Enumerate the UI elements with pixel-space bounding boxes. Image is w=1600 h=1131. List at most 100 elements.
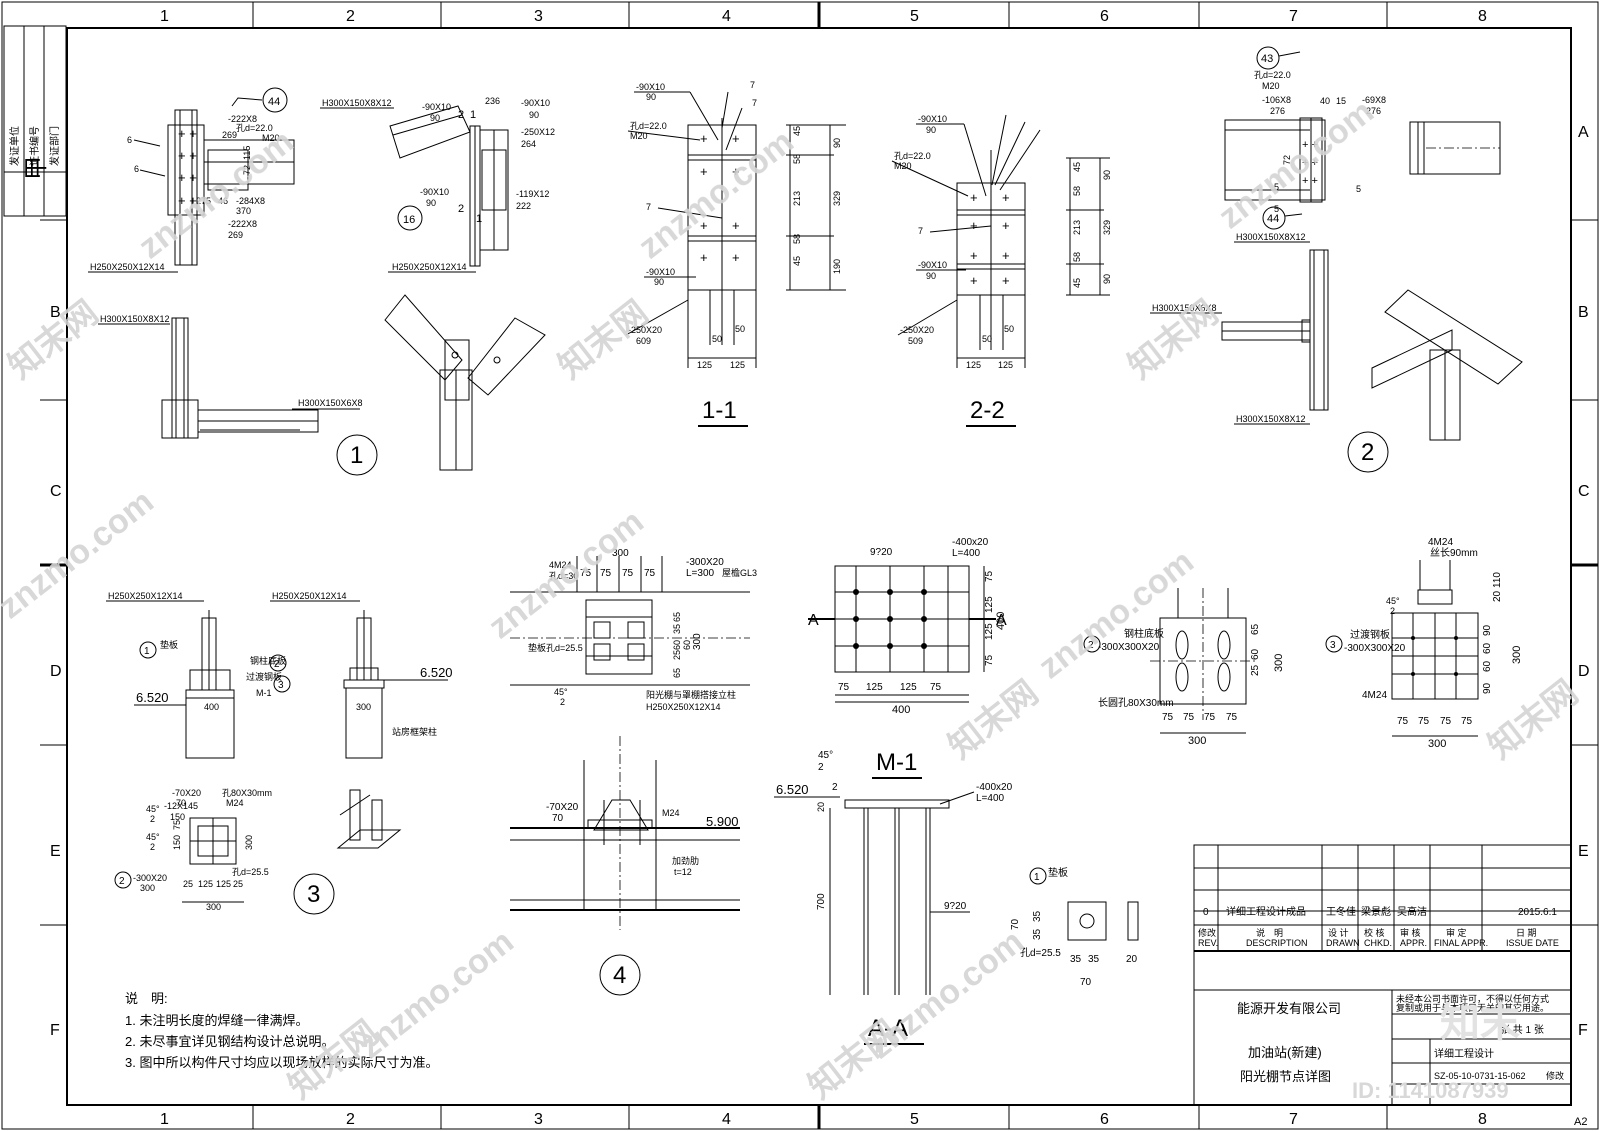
angle-text: 45° (146, 832, 160, 842)
svg-text:+: + (970, 218, 978, 233)
hole-label: 孔80X30mm (222, 788, 272, 798)
dim-text: 75 (644, 568, 656, 579)
angle-text: 45° (146, 804, 160, 814)
dim-text: 45 (1072, 278, 1082, 288)
company-name: 能源开发有限公司 (1237, 1001, 1341, 1016)
dim-text: t=12 (674, 867, 692, 877)
dim-text: 300 (206, 902, 221, 912)
callout-label: 垫板 (160, 639, 178, 650)
dim-text: 35 (1070, 954, 1082, 965)
plate-label: -300X20 (133, 873, 167, 883)
weld-size: 7 (646, 202, 651, 212)
dim-text: 75 (838, 682, 850, 693)
tag-number: 43 (1261, 53, 1273, 65)
member-label: H300X150X6X8 (1152, 303, 1217, 313)
callout-number: 2 (1088, 640, 1094, 651)
weld-size: 2 (458, 109, 464, 121)
drawing-number: SZ-05-10-0731-15-062 (1434, 1071, 1526, 1081)
dim-text: L=400 (976, 793, 1005, 804)
header-label: 说 明 (1256, 927, 1283, 938)
dim-text: 125 (900, 682, 917, 693)
dim-text: 300 (692, 633, 703, 650)
weld-size: 5 (1356, 184, 1361, 194)
dim-text: 70 (1080, 977, 1092, 988)
svg-text:+: + (1002, 248, 1010, 263)
plate-label: -119X12 (516, 189, 549, 199)
dim-text: 75 (1162, 712, 1174, 723)
title-block: 0 详细工程设计成品 王冬佳 梁景彪 吴高洁 2015.6.1 修改 REV. … (1193, 844, 1572, 1106)
plate-label: -70X20 (546, 802, 579, 813)
header-label: DESCRIPTION (1246, 938, 1308, 948)
dim-text: 400 (995, 612, 1007, 630)
bolt-label: 4M24 (1362, 690, 1387, 701)
section-m-1: 9?20 -400x20 L=400 75 125 125 75 400 75 … (808, 537, 1007, 779)
dim-text: 75 (172, 820, 182, 830)
plate-label: -300X300X20 (1344, 643, 1406, 654)
stamp-label: 发证单位 (8, 126, 21, 166)
dim-text: 125 (984, 596, 995, 613)
dim-text: 75 (580, 568, 592, 579)
dim-text: 300 (1273, 654, 1285, 672)
dim-text: 75 (1226, 712, 1238, 723)
rev-label: 修改 (1546, 1070, 1564, 1081)
plate-label: -250X20 (628, 325, 662, 335)
svg-text:+: + (732, 250, 740, 265)
plate-label: -106X8 (1262, 95, 1291, 105)
dim-text: 75 (622, 568, 634, 579)
issue-date: 2015.6.1 (1518, 907, 1557, 918)
col-label: 2 (346, 1111, 355, 1128)
svg-text:+: + (970, 248, 978, 263)
svg-text:+: + (1002, 218, 1010, 233)
dim-text: 46 (218, 196, 228, 206)
weld-size: 1 (476, 213, 482, 225)
plate-label: -90X10 (636, 82, 665, 92)
dim-text: 60 (1482, 660, 1493, 672)
notes-block: 说 明: 1. 未注明长度的焊缝一律满焊。 2. 未尽事宜详见钢结构设计总说明。… (125, 991, 438, 1070)
callout-label: 钢柱底板 (250, 655, 286, 666)
dim-text: 58 (792, 234, 802, 244)
svg-text:+ +: + + (178, 170, 197, 185)
elevation-text: 5.900 (706, 814, 739, 829)
member-label: H250X250X12X14 (646, 702, 721, 712)
weld-size: 2 (150, 842, 155, 852)
dim-text: 75 (984, 654, 995, 666)
dim-text: 75 (600, 568, 612, 579)
plate-label: -90X10 (521, 98, 550, 108)
dim-text: 300 (1428, 738, 1446, 750)
rev-number: 0 (1203, 907, 1209, 918)
svg-text:+: + (732, 164, 740, 179)
section-a-a: 45° 2 2 6.520 -400x20 L=400 20 700 9?20 … (774, 750, 1013, 1045)
hole-label: 孔d=22.0 (1254, 70, 1291, 80)
dim-text: 75 (1418, 716, 1430, 727)
dim-text: 35 (1032, 910, 1043, 922)
row-label: F (50, 1022, 60, 1039)
dim-text: 125 (730, 360, 745, 370)
stamp-label: 证书编号 (28, 126, 41, 166)
transition-plate-plan: 4M24 丝长90mm 20 110 3 过渡钢板 -300X300X20 90… (1325, 537, 1523, 750)
plate-label: -69X8 (1362, 95, 1386, 105)
member-label: H300X150X6X8 (298, 398, 363, 408)
col-label: 3 (534, 1111, 543, 1128)
header-label: 校 核 (1364, 927, 1385, 938)
dim-text: 70 (176, 798, 186, 808)
plate-label: -222X8 (228, 219, 257, 229)
weld-size: 2 (1390, 606, 1395, 616)
stamp-label: 发证部门 (48, 126, 61, 166)
section-1-1: ++ ++ ++ ++ -90X10 90 孔d=22.0 M20 -90X10… (625, 80, 846, 427)
tag-number: 44 (1267, 213, 1279, 225)
note-item: 3. 图中所以构件尺寸均应以现场放样的实际尺寸为准。 (125, 1055, 438, 1070)
hole-label: 垫板孔d=25.5 (528, 642, 583, 653)
dim-text: 25 (183, 879, 193, 889)
bolt-label: M20 (262, 133, 280, 143)
callout-number: 1 (1034, 872, 1040, 883)
weld-size: 7 (918, 226, 923, 236)
dim-text: 90 (832, 138, 842, 148)
header-label: APPR. (1400, 938, 1427, 948)
row-label: C (1578, 483, 1590, 500)
dim-text: 45 (792, 126, 802, 136)
watermark-logo: 知末 (1440, 1001, 1520, 1045)
plate-label: -400x20 (976, 782, 1013, 793)
weld-size: 2 (458, 203, 464, 215)
tag-circle (262, 87, 288, 113)
